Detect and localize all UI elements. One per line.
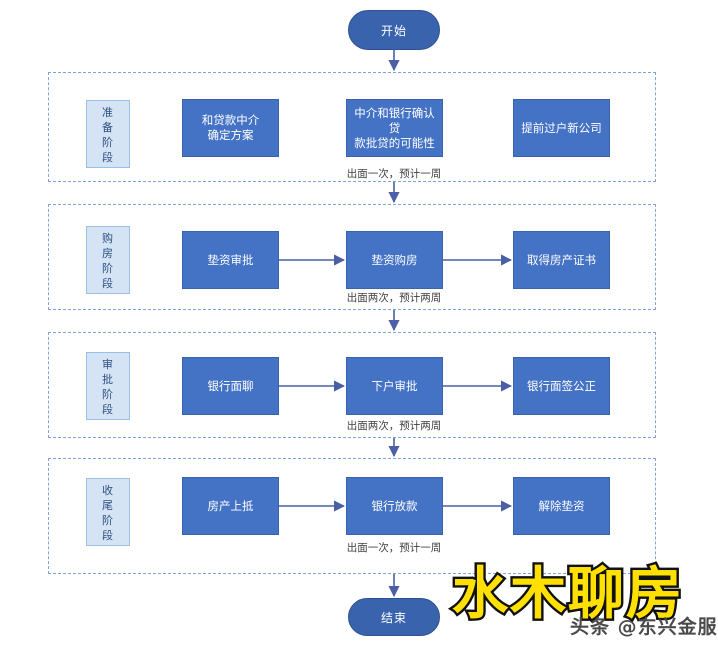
- process-node-2-2[interactable]: 垫资购房: [346, 231, 443, 289]
- node-3-3-line1: 银行面签公正: [527, 378, 596, 393]
- watermark-sub-text: 头条 @东兴金服: [570, 616, 718, 638]
- phase-caption-1: 出面一次，预计一周: [346, 168, 442, 180]
- node-2-3-line1: 取得房产证书: [527, 252, 596, 267]
- process-node-1-1[interactable]: 和贷款中介 确定方案: [182, 99, 279, 157]
- node-4-3-line1: 解除垫资: [538, 498, 585, 513]
- phase-label-2: 购 房 阶 段: [86, 226, 130, 294]
- process-node-1-2[interactable]: 中介和银行确认贷 款批贷的可能性: [346, 99, 443, 157]
- node-1-3-line1: 提前过户新公司: [521, 120, 602, 135]
- node-1-1-line1: 和贷款中介: [201, 113, 260, 127]
- phase-label-1: 准 备 阶 段: [86, 100, 130, 168]
- phase-label-3: 审 批 阶 段: [86, 352, 130, 420]
- phase-label-3-c1: 审: [102, 358, 114, 371]
- node-1-2-line1: 中介和银行确认贷: [354, 105, 435, 135]
- start-terminator[interactable]: 开始: [348, 10, 440, 50]
- phase-label-2-c3: 阶: [102, 262, 114, 275]
- node-3-1-line1: 银行面聊: [207, 378, 254, 393]
- phase-label-3-c4: 段: [102, 403, 114, 416]
- process-node-3-3[interactable]: 银行面签公正: [513, 357, 610, 415]
- phase-label-4-c1: 收: [102, 484, 114, 497]
- node-1-2-line2: 款批贷的可能性: [354, 135, 435, 150]
- phase-label-2-c2: 房: [102, 247, 114, 260]
- phase-label-4-c2: 尾: [102, 499, 114, 512]
- end-terminator[interactable]: 结束: [348, 598, 440, 636]
- node-4-2-line1: 银行放款: [371, 498, 418, 513]
- phase-container-3: [48, 332, 656, 438]
- phase-label-1-c3: 阶: [102, 136, 114, 149]
- phase-label-4-c4: 段: [102, 529, 114, 542]
- phase-container-1: [48, 72, 656, 182]
- phase-container-2: [48, 204, 656, 310]
- phase-label-3-c3: 阶: [102, 388, 114, 401]
- start-label: 开始: [380, 23, 407, 38]
- node-4-1-line1: 房产上抵: [207, 498, 254, 513]
- process-node-2-1[interactable]: 垫资审批: [182, 231, 279, 289]
- phase-label-4: 收 尾 阶 段: [86, 478, 130, 546]
- phase-label-1-c2: 备: [102, 121, 114, 134]
- process-node-1-3[interactable]: 提前过户新公司: [513, 99, 610, 157]
- process-node-4-1[interactable]: 房产上抵: [182, 477, 279, 535]
- phase-container-4: [48, 458, 656, 574]
- node-1-1-line2: 确定方案: [207, 128, 254, 142]
- process-node-4-3[interactable]: 解除垫资: [513, 477, 610, 535]
- phase-label-2-c4: 段: [102, 277, 114, 290]
- node-2-2-line1: 垫资购房: [371, 252, 418, 267]
- phase-label-1-c4: 段: [102, 151, 114, 164]
- watermark: 水木聊房 水木聊房 头条 @东兴金服: [450, 562, 718, 650]
- process-node-3-2[interactable]: 下户审批: [346, 357, 443, 415]
- node-3-2-line1: 下户审批: [371, 378, 418, 393]
- phase-label-2-c1: 购: [102, 232, 114, 245]
- watermark-main-text-fill: 水木聊房: [452, 562, 684, 627]
- phase-label-1-c1: 准: [102, 106, 114, 119]
- process-node-3-1[interactable]: 银行面聊: [182, 357, 279, 415]
- phase-caption-4: 出面一次，预计一周: [346, 542, 442, 554]
- watermark-main-text: 水木聊房: [450, 562, 685, 627]
- process-node-2-3[interactable]: 取得房产证书: [513, 231, 610, 289]
- phase-label-3-c2: 批: [102, 373, 114, 386]
- phase-caption-3: 出面两次，预计两周: [346, 420, 442, 432]
- phase-label-4-c3: 阶: [102, 514, 114, 527]
- node-2-1-line1: 垫资审批: [207, 252, 254, 267]
- process-node-4-2[interactable]: 银行放款: [346, 477, 443, 535]
- phase-caption-2: 出面两次，预计两周: [346, 292, 442, 304]
- end-label: 结束: [380, 610, 407, 625]
